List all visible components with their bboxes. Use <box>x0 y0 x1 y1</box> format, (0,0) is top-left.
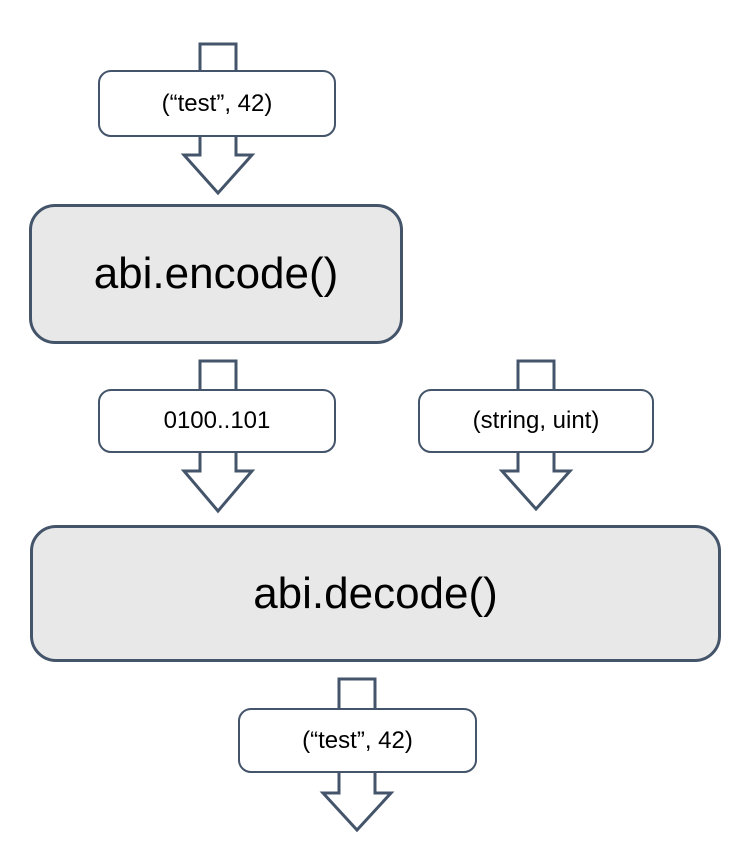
node-abi-decode: abi.decode() <box>30 525 721 662</box>
node-types-tuple: (string, uint) <box>418 389 654 453</box>
node-abi-encode-label: abi.encode() <box>93 249 339 298</box>
node-encoded-bytes: 0100..101 <box>98 389 336 453</box>
node-output-tuple-label: (“test”, 42) <box>302 726 413 754</box>
node-output-tuple: (“test”, 42) <box>238 708 477 773</box>
node-encoded-bytes-label: 0100..101 <box>163 407 271 434</box>
node-abi-encode: abi.encode() <box>29 204 403 344</box>
node-input-tuple: (“test”, 42) <box>98 70 336 137</box>
node-types-tuple-label: (string, uint) <box>472 407 600 434</box>
node-input-tuple-label: (“test”, 42) <box>161 89 273 117</box>
node-abi-decode-label: abi.decode() <box>253 568 498 618</box>
